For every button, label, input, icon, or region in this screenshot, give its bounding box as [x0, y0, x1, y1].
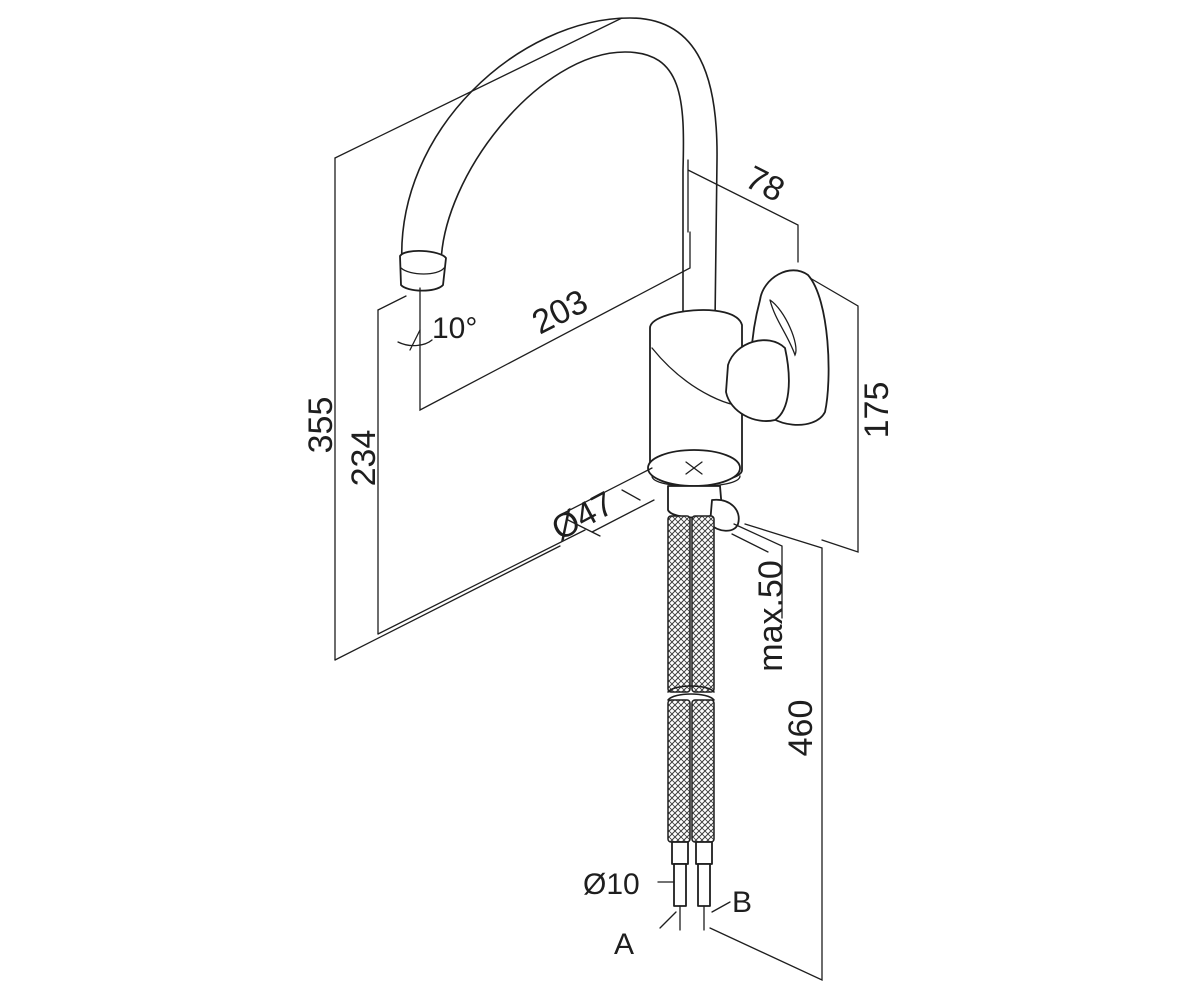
hose-left-upper — [667, 515, 691, 693]
handle-depth-label: 78 — [740, 159, 791, 210]
total-height-label: 355 — [302, 397, 340, 454]
supply-hoses — [667, 515, 715, 931]
center-cross-mark — [685, 461, 703, 475]
hose-length-label: 460 — [782, 700, 820, 757]
spout-inner-edge — [440, 51, 685, 321]
body-height-label: 175 — [858, 382, 896, 439]
max-deck-thickness-label: max.50 — [752, 560, 790, 672]
inlet-b-label: B — [732, 886, 752, 919]
fitting-b — [695, 841, 713, 865]
hose-left-lower — [667, 699, 691, 843]
spout-reach-label: 203 — [526, 282, 594, 342]
dimension-lines — [334, 17, 859, 982]
spout-outer-edge — [401, 17, 718, 323]
base-diameter-label: Ø47 — [546, 484, 621, 548]
faucet-outline — [399, 17, 830, 532]
hose-diameter-label: Ø10 — [583, 868, 640, 901]
outlet-height-label: 234 — [345, 430, 383, 487]
inlet-a-label: A — [614, 928, 634, 961]
spout-aerator — [399, 250, 447, 292]
mounting-nut — [709, 498, 740, 532]
fitting-a — [671, 841, 689, 865]
hose-right-lower — [691, 699, 715, 843]
spout-angle-label: 10° — [432, 312, 477, 345]
hose-right-upper — [691, 515, 715, 693]
handle-base — [725, 339, 790, 422]
